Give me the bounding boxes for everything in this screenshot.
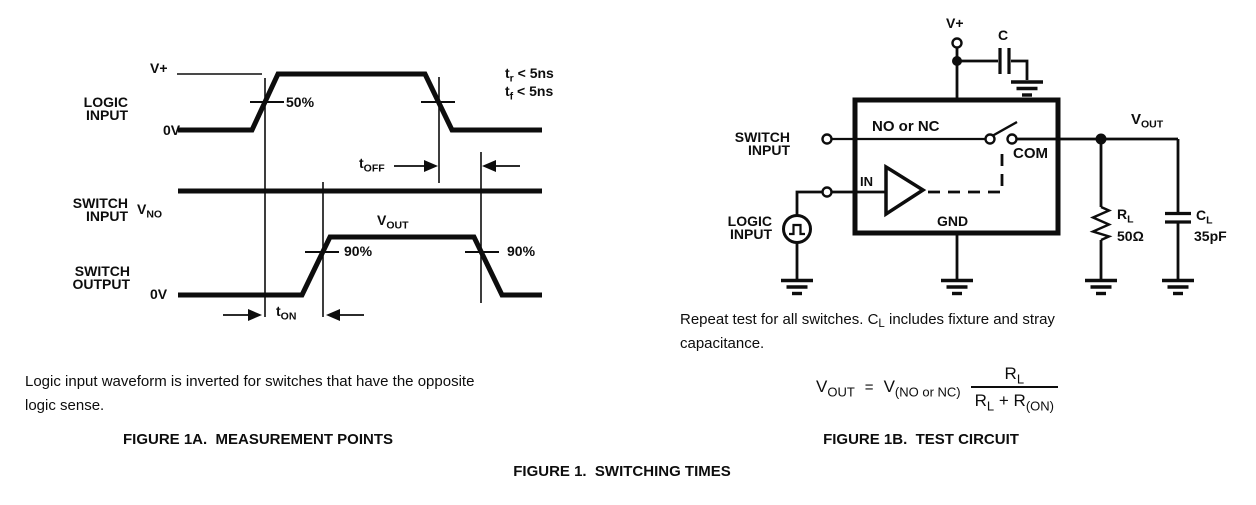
supply-wiring: [955, 47, 1029, 100]
zero-v-logic-label: 0V: [163, 122, 181, 138]
gnd-pin-label: GND: [937, 213, 969, 229]
decoupling-cap-label: C: [998, 27, 1009, 43]
no-or-nc-label: NO or NC: [872, 118, 940, 135]
switch-output-waveform: [178, 234, 542, 298]
v-no-label: VNO: [137, 201, 163, 221]
switch-input-label: SWITCH INPUT: [72, 195, 128, 224]
load-capacitor: [1165, 211, 1191, 224]
switch-output-label: SWITCH OUTPUT: [72, 263, 130, 292]
logic-input-terminal-label: LOGIC INPUT: [727, 213, 772, 242]
pct-90-rise-label: 90%: [344, 243, 373, 259]
note-1b: Repeat test for all switches. CL include…: [680, 311, 1055, 352]
equation-lhs: VOUT: [816, 377, 855, 400]
rise-fall-time-note: tr < 5ns tf < 5ns: [505, 65, 554, 103]
zero-v-output-label: 0V: [150, 286, 168, 302]
logic-input-label: LOGIC INPUT: [83, 94, 128, 123]
load-resistor-value: 50Ω: [1117, 228, 1144, 244]
in-pin-label: IN: [860, 174, 873, 189]
caption-figure-1b: FIGURE 1B. TEST CIRCUIT: [823, 431, 1019, 448]
ground-symbols: [781, 80, 1194, 296]
buffer-triangle: [884, 163, 927, 218]
caption-figure-1: FIGURE 1. SWITCHING TIMES: [513, 463, 731, 480]
v-plus-level-label: V+: [150, 60, 168, 76]
dashed-actuation-line: [928, 146, 1004, 194]
load-capacitor-value: 35pF: [1194, 228, 1227, 244]
t-off-label: tOFF: [359, 155, 385, 175]
v-out-node-label: VOUT: [1131, 111, 1164, 131]
v-plus-supply-label: V+: [946, 15, 964, 31]
switch-input-terminal-label: SWITCH INPUT: [734, 129, 790, 158]
t-on-label: tON: [276, 303, 297, 323]
load-capacitor-label: CL: [1196, 207, 1213, 227]
pct-50-label: 50%: [286, 94, 315, 110]
com-label: COM: [1013, 145, 1048, 162]
arrow-heads: [248, 160, 496, 321]
equation-equals: =: [864, 378, 874, 396]
measurement-lines: [264, 77, 482, 317]
level-ticks: [250, 101, 499, 253]
load-resistor: [1089, 205, 1113, 242]
equation-rhs: V(NO or NC): [883, 377, 961, 400]
pct-90-fall-label: 90%: [507, 243, 536, 259]
caption-figure-1a: FIGURE 1A. MEASUREMENT POINTS: [122, 431, 394, 448]
vout-equation: VOUT = V(NO or NC) RL RL + R(ON): [816, 356, 1058, 418]
pulse-source: [782, 214, 812, 244]
equation-fraction: RL RL + R(ON): [970, 364, 1058, 412]
v-out-waveform-label: VOUT: [377, 212, 409, 232]
logic-input-waveform: [177, 71, 542, 133]
load-resistor-label: RL: [1117, 206, 1134, 226]
terminal-circles: [821, 37, 963, 198]
note-1a: Logic input waveform is inverted for swi…: [25, 373, 475, 414]
switch-symbol: [984, 120, 1018, 145]
decoupling-capacitor: [998, 48, 1011, 74]
junction-dots: [952, 56, 1107, 145]
